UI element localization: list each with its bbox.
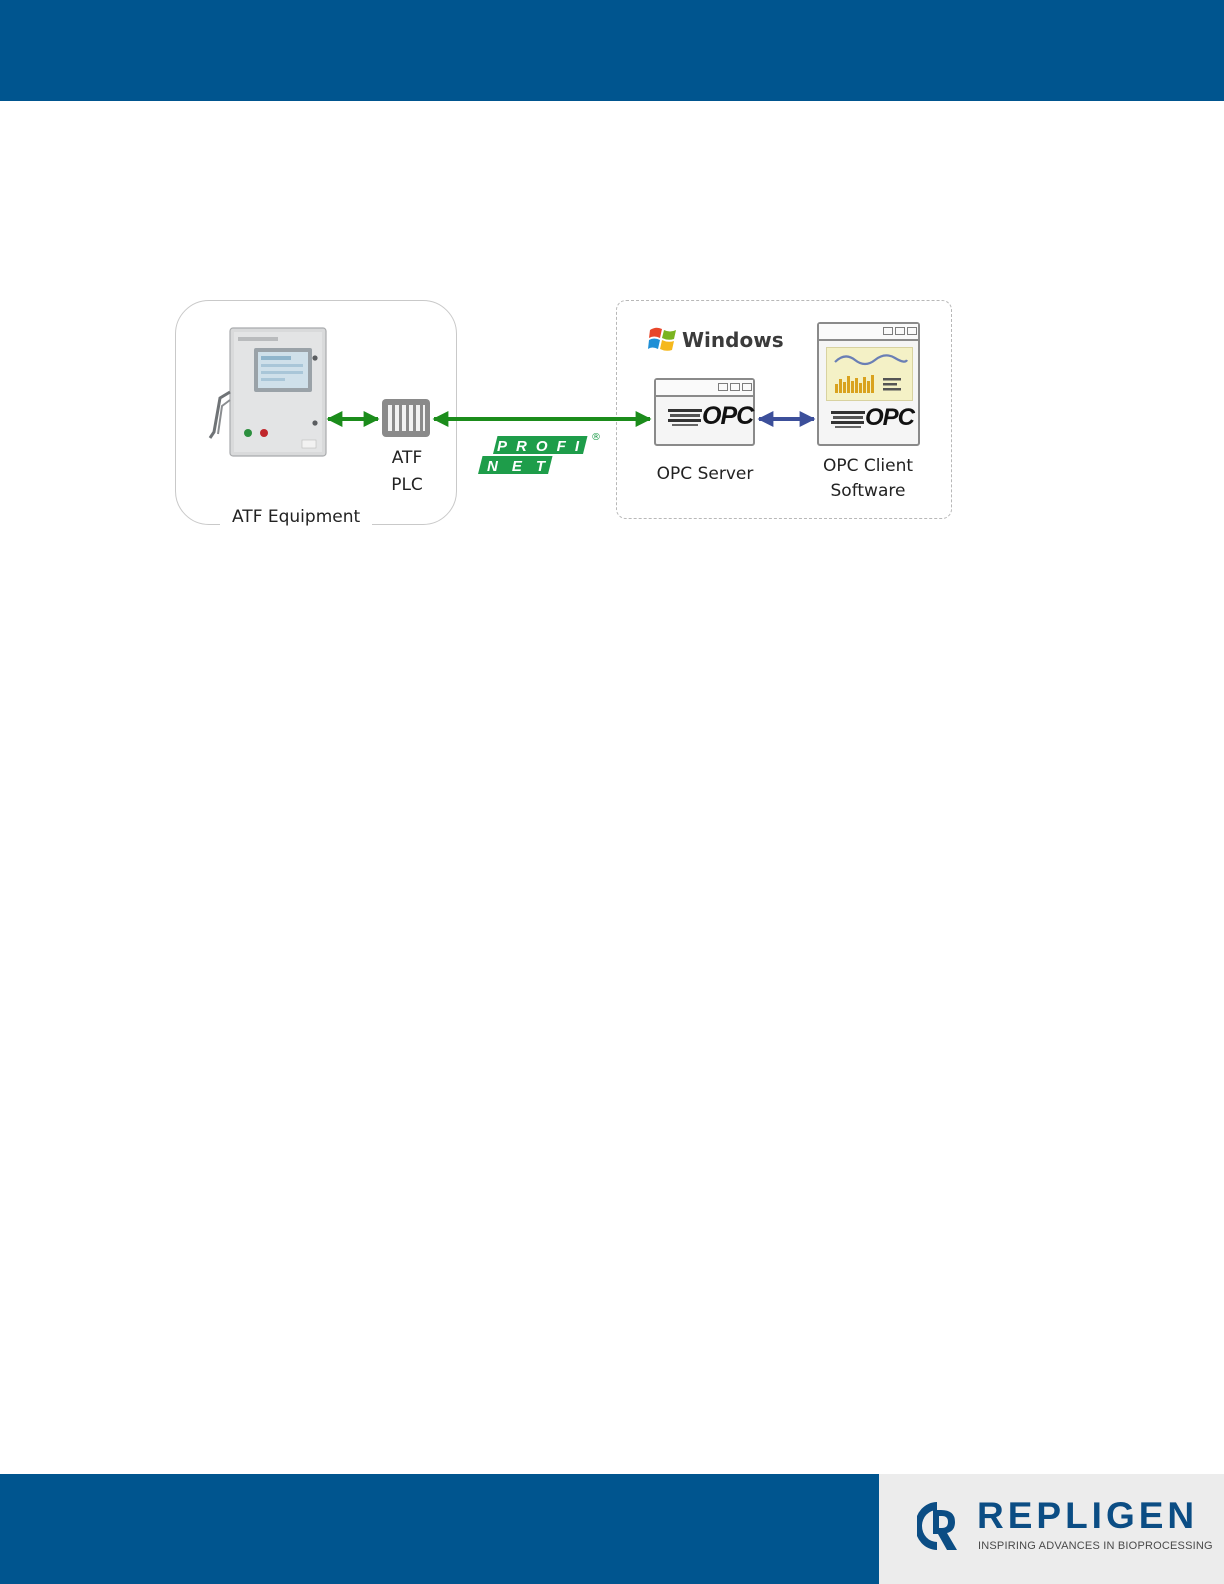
footer-band — [0, 1474, 879, 1584]
repligen-r-icon — [917, 1498, 963, 1554]
footer-logo-panel: REPLIGEN INSPIRING ADVANCES IN BIOPROCES… — [879, 1474, 1224, 1584]
registered-mark: ® — [591, 432, 601, 443]
architecture-diagram: ATF Equipment ATF PLC — [170, 292, 970, 548]
profinet-logo-text: NET — [487, 458, 547, 475]
header-band — [0, 0, 1224, 101]
connection-arrows — [170, 292, 970, 548]
brand-tagline: INSPIRING ADVANCES IN BIOPROCESSING — [978, 1540, 1213, 1552]
brand-name: REPLIGEN — [977, 1497, 1198, 1534]
profinet-logo-icon: PROFI NET ® — [475, 430, 605, 482]
